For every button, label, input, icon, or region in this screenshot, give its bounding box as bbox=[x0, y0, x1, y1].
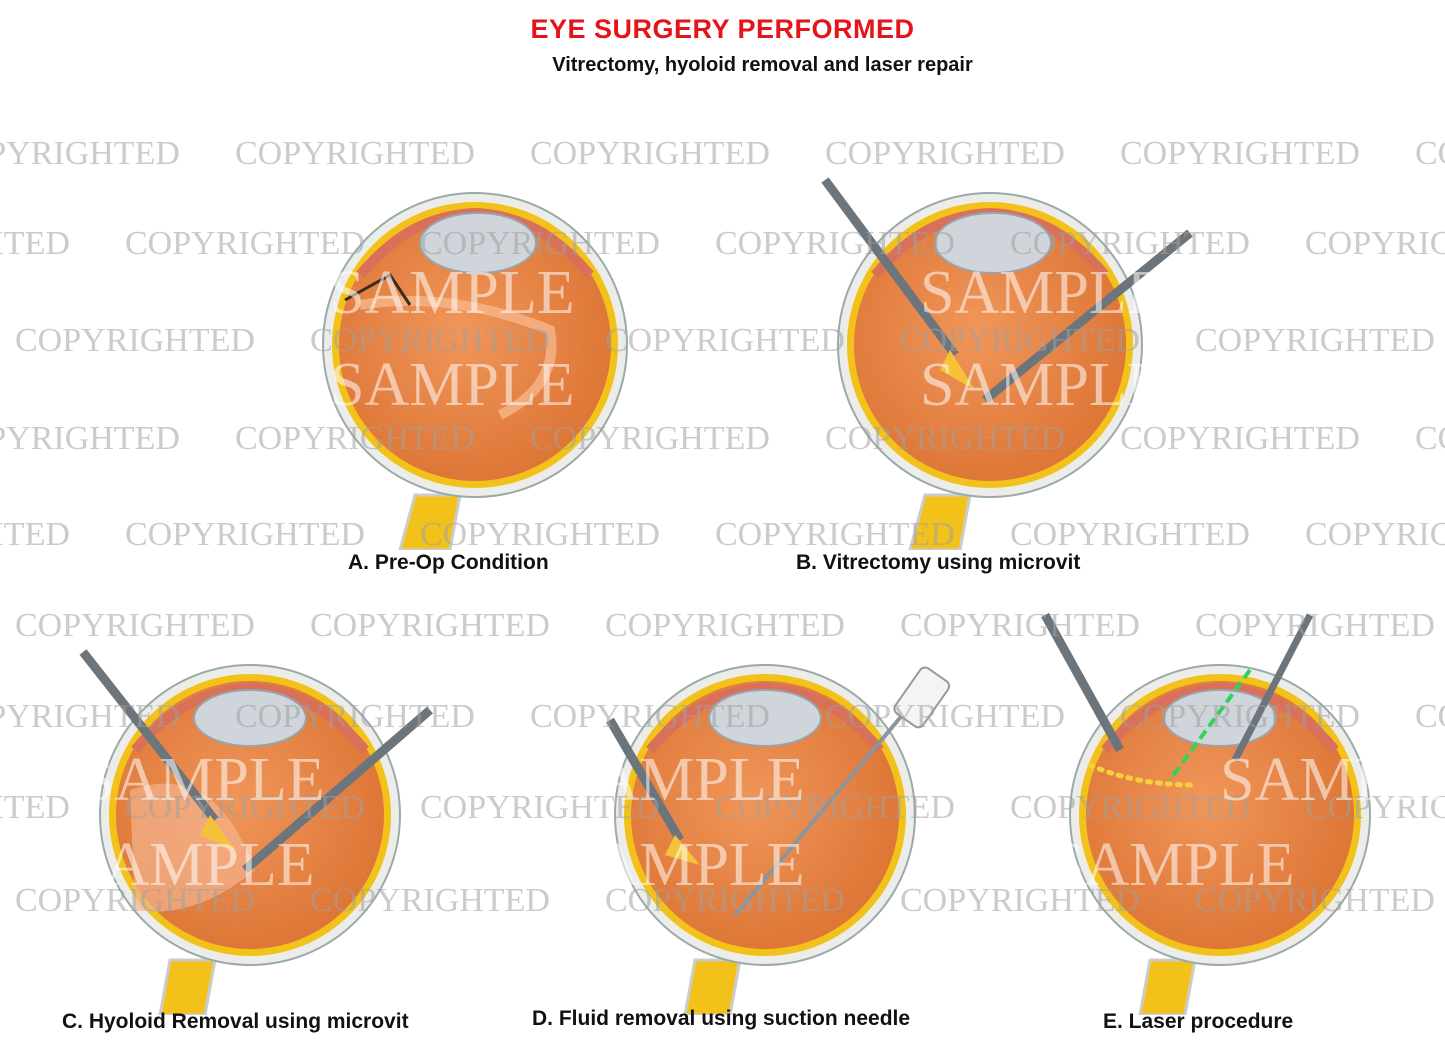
panel-a-illustration bbox=[300, 155, 660, 550]
watermark-text: COPYRIGHTED bbox=[1415, 420, 1445, 457]
laser-beam-icon bbox=[1168, 668, 1252, 782]
eye-cross-section-icon bbox=[322, 192, 628, 550]
watermark-text: COPYRIGHTED bbox=[0, 789, 70, 826]
caption-e: E. Laser procedure bbox=[1103, 1010, 1294, 1033]
vitrectomy-cutter-icon bbox=[982, 229, 1193, 404]
figure-subtitle: Vitrectomy, hyoloid removal and laser re… bbox=[552, 54, 973, 76]
vitrectomy-cutter-icon bbox=[242, 706, 433, 874]
caption-c: C. Hyoloid Removal using microvit bbox=[62, 1010, 409, 1033]
caption-a: A. Pre-Op Condition bbox=[348, 551, 549, 574]
watermark-text: COPYRIGHTED bbox=[0, 135, 180, 172]
eye-cross-section-icon bbox=[1041, 612, 1371, 1015]
panel-e-illustration bbox=[1035, 610, 1405, 1015]
panel-d-illustration bbox=[555, 640, 975, 1015]
watermark-text: COPYRIGHTED bbox=[0, 225, 70, 262]
light-probe-icon bbox=[606, 717, 684, 843]
panel-c-illustration bbox=[75, 640, 445, 1015]
light-probe-icon bbox=[1041, 612, 1124, 753]
caption-b: B. Vitrectomy using microvit bbox=[796, 551, 1081, 574]
light-probe-icon bbox=[821, 177, 959, 358]
eye-cross-section-icon bbox=[606, 664, 951, 1015]
caption-d: D. Fluid removal using suction needle bbox=[532, 1007, 911, 1030]
watermark-text: COPYRIGHTED bbox=[1305, 225, 1445, 262]
watermark-text: COPYRIGHTED bbox=[0, 516, 70, 553]
watermark-text: COPYRIGHTED bbox=[1195, 322, 1435, 359]
light-probe-icon bbox=[79, 649, 219, 823]
panel-b-illustration bbox=[810, 155, 1210, 550]
watermark-text: COPYRIGHTED bbox=[1415, 135, 1445, 172]
eye-cross-section-icon bbox=[79, 649, 433, 1015]
figure-title: EYE SURGERY PERFORMED bbox=[530, 14, 915, 44]
eye-cross-section-icon bbox=[821, 177, 1193, 550]
suction-needle-icon bbox=[733, 698, 917, 917]
watermark-text: COPYRIGHTED bbox=[0, 420, 180, 457]
watermark-text: COPYRIGHTED bbox=[1415, 698, 1445, 735]
watermark-text: COPYRIGHTED bbox=[1305, 516, 1445, 553]
laser-probe-icon bbox=[1231, 613, 1314, 762]
watermark-text: COPYRIGHTED bbox=[15, 322, 255, 359]
